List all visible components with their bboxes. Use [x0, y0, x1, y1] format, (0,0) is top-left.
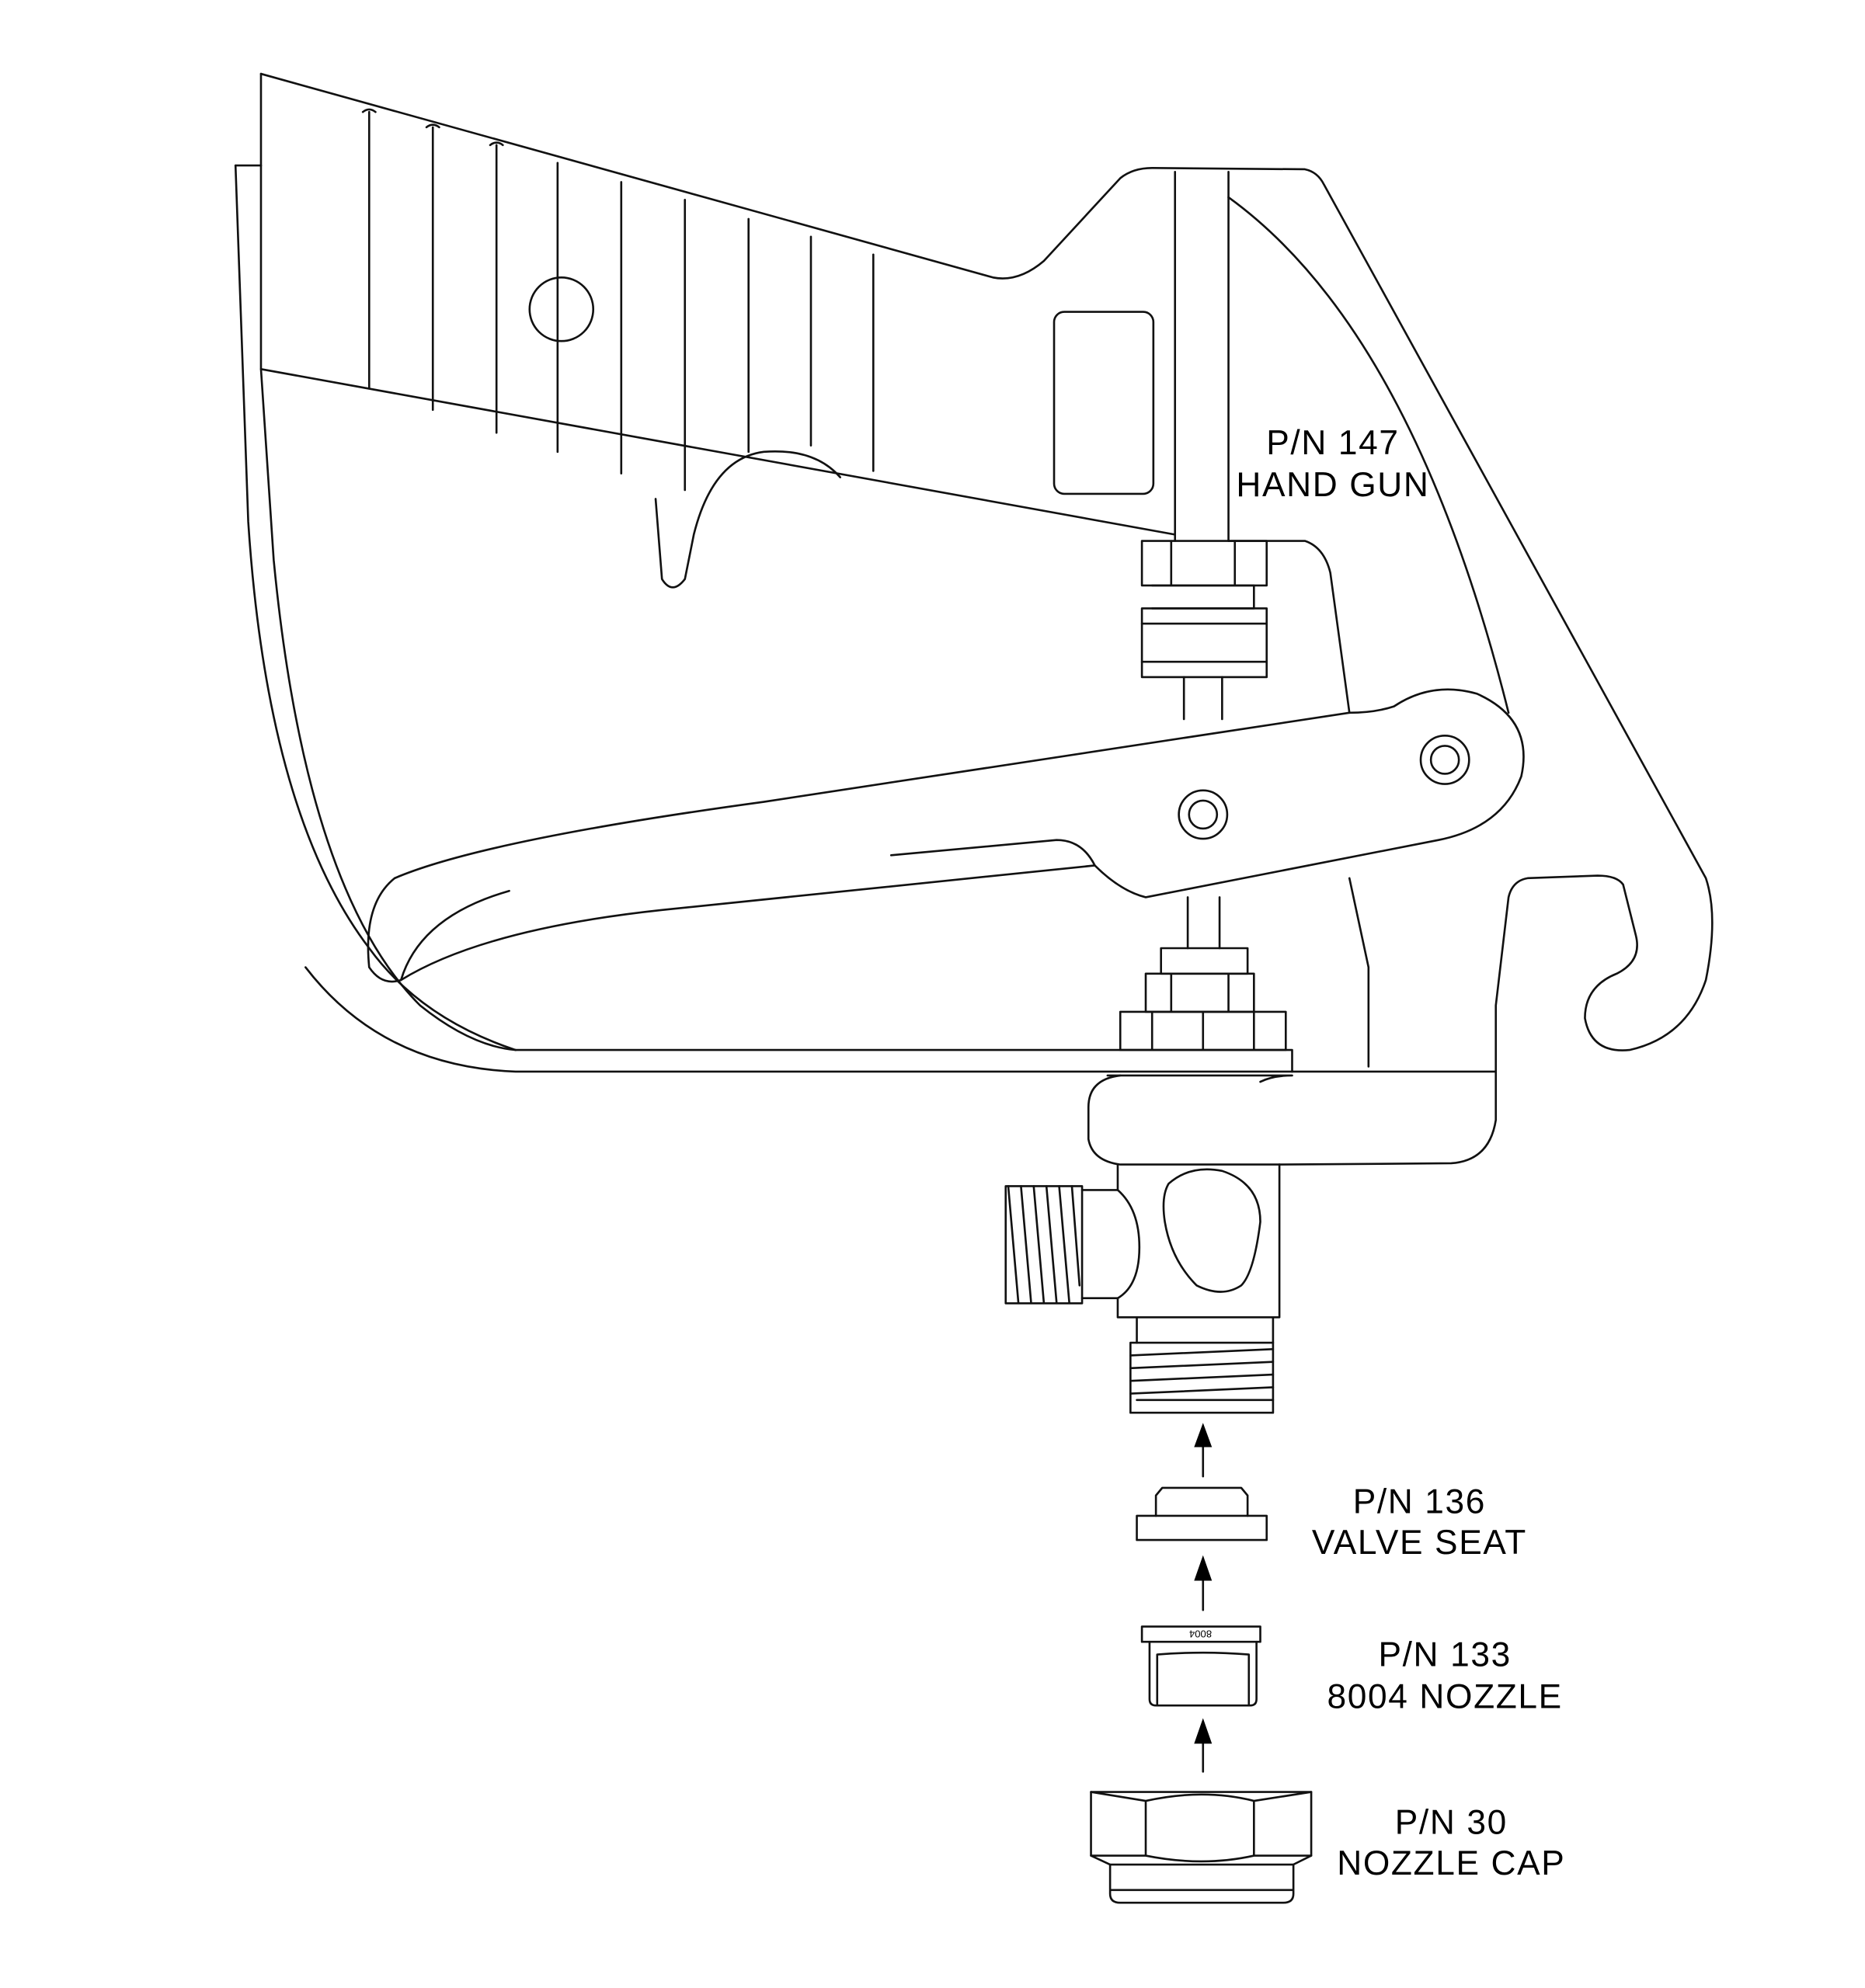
arrow-up-icon [1194, 1555, 1213, 1611]
arrow-up-icon [1194, 1718, 1213, 1773]
part-number: P/N 30 [1395, 1804, 1508, 1842]
valve-seat-part [1136, 1486, 1268, 1541]
nozzle-part: 8004 [1140, 1625, 1261, 1707]
label-nozzle-cap: P/N 30 NOZZLE CAP [1337, 1804, 1565, 1882]
assembly-arrows [1194, 1423, 1213, 1773]
nozzle-marking: 8004 [1189, 1628, 1212, 1639]
part-name: HAND GUN [1236, 466, 1429, 504]
hand-gun-body [234, 72, 1714, 1414]
nozzle-cap-part [1090, 1791, 1313, 1904]
part-name: NOZZLE CAP [1337, 1844, 1565, 1882]
part-number: P/N 147 [1266, 424, 1399, 462]
arrow-up-icon [1194, 1423, 1213, 1478]
label-valve-seat: P/N 136 VALVE SEAT [1312, 1483, 1527, 1562]
label-hand-gun: P/N 147 HAND GUN [1236, 424, 1429, 504]
part-number: P/N 136 [1353, 1483, 1486, 1521]
part-number: P/N 133 [1378, 1635, 1511, 1673]
part-name: VALVE SEAT [1312, 1524, 1527, 1562]
part-name: 8004 NOZZLE [1327, 1677, 1562, 1715]
label-nozzle: P/N 133 8004 NOZZLE [1327, 1635, 1562, 1715]
